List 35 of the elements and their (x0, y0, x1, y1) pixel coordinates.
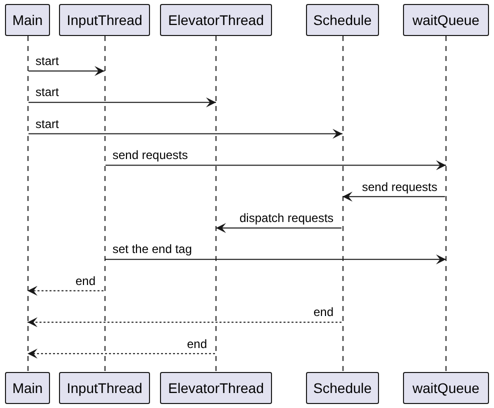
message-label: end (76, 274, 96, 288)
return-arrow (27, 348, 216, 359)
message-label: end (314, 305, 334, 320)
participant-box: InputThread (59, 4, 150, 36)
message-label: end (187, 336, 208, 351)
participant-box: Schedule (306, 372, 379, 404)
participant-box: InputThread (59, 372, 150, 404)
message-label: send requests (362, 180, 438, 194)
message-arrow (105, 160, 446, 170)
message-label: dispatch requests (240, 211, 334, 225)
lifeline (340, 36, 346, 372)
return-arrow (27, 317, 342, 328)
message-arrow (105, 254, 446, 264)
lifeline (24, 36, 30, 372)
lifeline (102, 36, 108, 372)
participant-box: Main (5, 372, 50, 404)
message-label: start (36, 116, 59, 131)
lifeline (443, 36, 449, 372)
participant-box: waitQueue (403, 4, 489, 36)
message-label: start (36, 54, 59, 68)
message-arrow (28, 66, 105, 76)
participant-box: Main (5, 4, 50, 36)
lifeline (213, 36, 219, 372)
return-arrow (27, 286, 104, 296)
participant-box: waitQueue (403, 372, 489, 404)
message-label: send requests (112, 148, 188, 162)
message-arrow (342, 192, 446, 202)
message-label: start (36, 85, 59, 100)
message-arrow (216, 223, 342, 233)
participant-box: ElevatorThread (160, 372, 272, 404)
message-arrow (28, 97, 216, 108)
message-arrow (28, 128, 343, 139)
message-label: set the end tag (112, 242, 192, 256)
participant-box: ElevatorThread (160, 4, 272, 36)
participant-box: Schedule (306, 4, 379, 36)
